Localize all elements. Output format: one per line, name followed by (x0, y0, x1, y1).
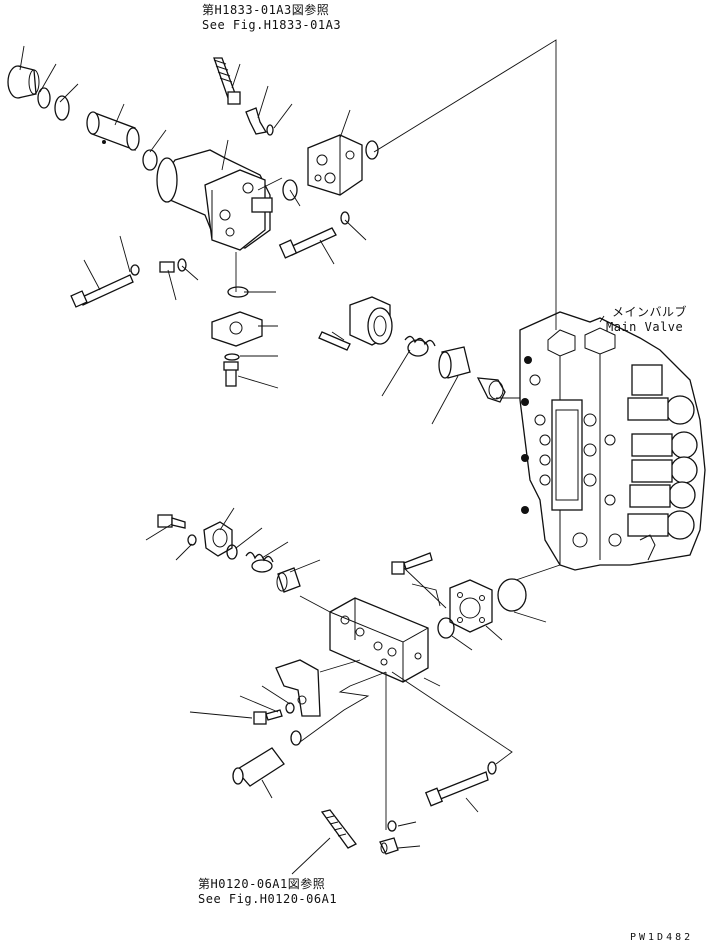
figure-id: PW1D482 (630, 932, 694, 943)
top-left-parts (7, 57, 379, 387)
main-valve-label-en: Main Valve (606, 320, 684, 334)
middle-parts (318, 296, 506, 403)
top-reference-jp: 第H1833-01A3図参照 (202, 3, 330, 17)
bottom-reference-jp: 第H0120-06A1図参照 (198, 877, 326, 891)
leader-lines (19, 39, 605, 875)
bottom-parts (157, 514, 527, 855)
main-valve (519, 311, 706, 571)
bottom-reference-en: See Fig.H0120-06A1 (198, 892, 338, 906)
top-reference-en: See Fig.H1833-01A3 (202, 18, 342, 32)
main-valve-label-jp: メインバルブ (612, 305, 688, 319)
